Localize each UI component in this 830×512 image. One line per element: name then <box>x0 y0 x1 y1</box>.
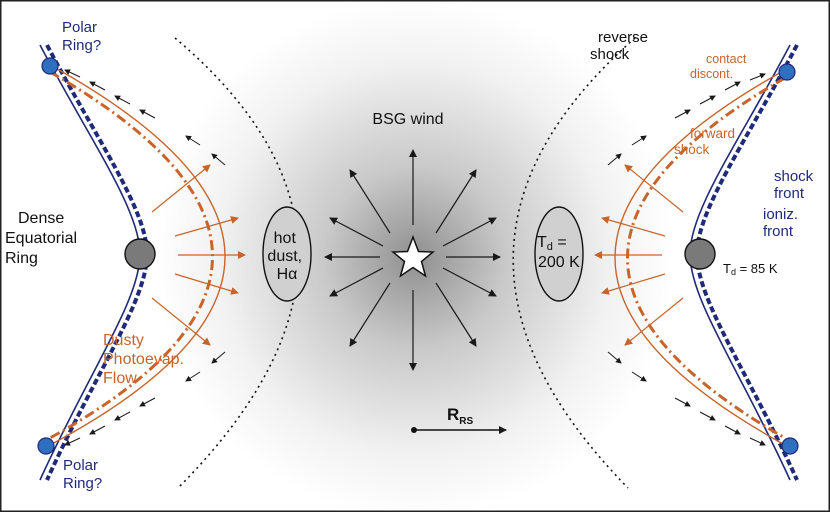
td-200-blob <box>534 206 584 302</box>
label-ioniz-front: ioniz. front <box>763 206 802 240</box>
right-flow-arrows <box>607 73 766 446</box>
left-structure <box>37 44 312 481</box>
label-polar-ring-top: Polar Ring? <box>62 19 101 54</box>
right-structure <box>534 44 799 481</box>
label-hot-dust: hot dust, Hα <box>267 230 306 283</box>
hot-dust-blob <box>262 206 312 302</box>
left-contact-discontinuity <box>49 64 226 446</box>
left-dense-ring <box>124 238 156 270</box>
star-icon <box>390 234 436 278</box>
label-r-rs: RRS <box>447 405 474 427</box>
left-photoevap-arrows <box>151 164 246 346</box>
bsg-wind-arrows <box>324 149 501 371</box>
label-td-85: Td = 85 K <box>723 261 778 277</box>
polar-ring-dot-top-right <box>778 63 796 81</box>
right-forward-shock <box>626 76 786 440</box>
polar-ring-dot-bottom-left <box>37 437 55 455</box>
left-shock-front <box>45 44 150 481</box>
label-bsg-wind: BSG wind <box>372 111 443 128</box>
label-forward-shock: forward shock <box>674 126 739 157</box>
label-contact-discont: contact discont. <box>690 52 750 81</box>
right-dense-ring <box>684 238 716 270</box>
label-dense-equatorial-ring: Dense Equatorial Ring <box>5 210 82 267</box>
polar-ring-dot-top-left <box>41 57 59 75</box>
label-dusty-photoevap-flow: Dusty Photoevap. Flow <box>103 332 188 387</box>
label-shock-front: shock front <box>774 168 817 202</box>
label-polar-ring-bottom: Polar Ring? <box>63 457 102 492</box>
label-td-200: Td = 200 K <box>537 234 580 271</box>
right-photoevap-arrows <box>594 164 684 346</box>
label-reverse-shock: reverse shock <box>590 29 652 63</box>
polar-ring-dot-bottom-right <box>781 437 799 455</box>
right-contact-discontinuity <box>614 69 786 446</box>
left-flow-arrows <box>64 69 226 446</box>
right-shock-front <box>694 44 799 481</box>
